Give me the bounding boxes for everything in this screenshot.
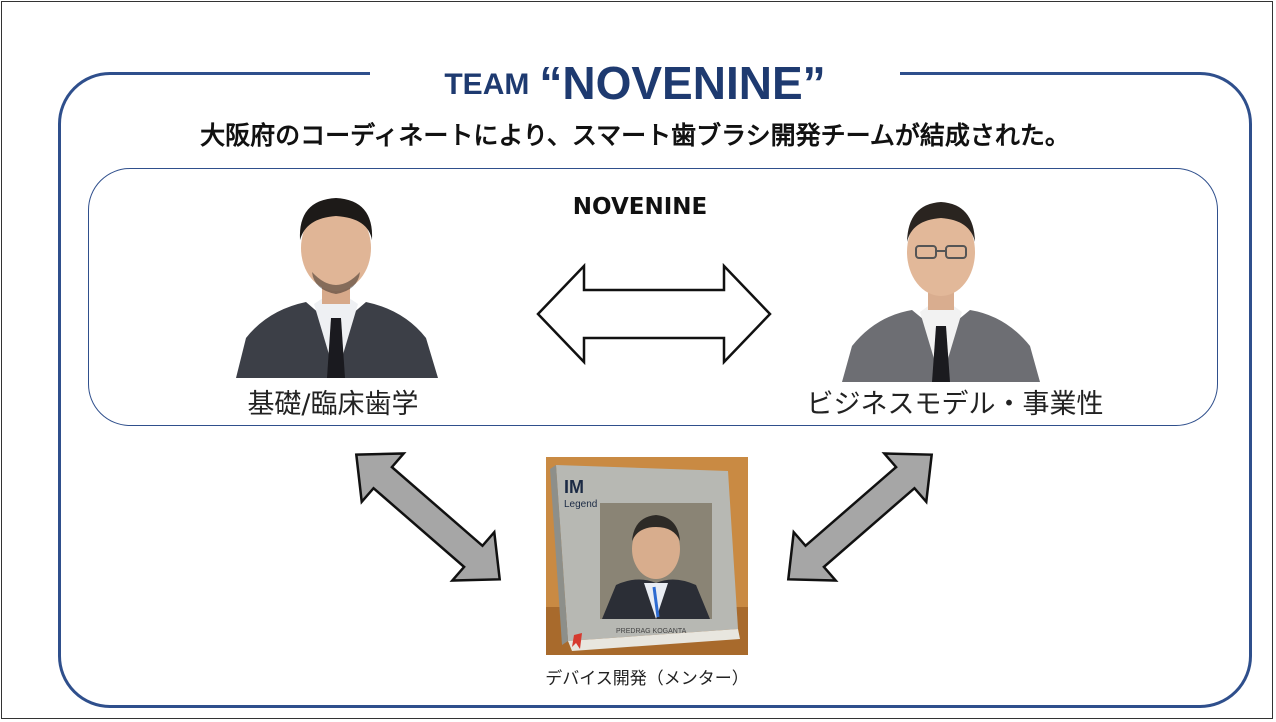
mentor-role: デバイス開発（メンター）: [545, 669, 749, 689]
left-mentor-arrow-icon: [354, 452, 502, 582]
left-member-role: 基礎/臨床歯学: [247, 389, 419, 420]
subtitle: 大阪府のコーディネートにより、スマート歯ブラシ開発チームが結成された。: [200, 121, 1070, 150]
collaboration-arrow-icon: [536, 262, 772, 366]
mentor-photo: IM Legend PREDRAG KOGANTA: [546, 457, 748, 655]
left-member-photo: [228, 178, 443, 378]
inner-team-frame: [88, 168, 1218, 426]
team-label: NOVENINE: [572, 194, 708, 220]
book-footer: PREDRAG KOGANTA: [616, 628, 687, 635]
title-team-name: “NOVENINE”: [539, 57, 826, 109]
book-logo: IM: [564, 477, 584, 497]
right-mentor-arrow-icon: [786, 452, 934, 582]
title-prefix: TEAM: [444, 68, 530, 101]
book-subtitle: Legend: [564, 499, 597, 510]
page-title: TEAM “NOVENINE”: [370, 44, 900, 106]
title-background: [370, 48, 900, 104]
right-member-role: ビジネスモデル・事業性: [806, 389, 1104, 420]
right-member-photo: [836, 186, 1046, 382]
